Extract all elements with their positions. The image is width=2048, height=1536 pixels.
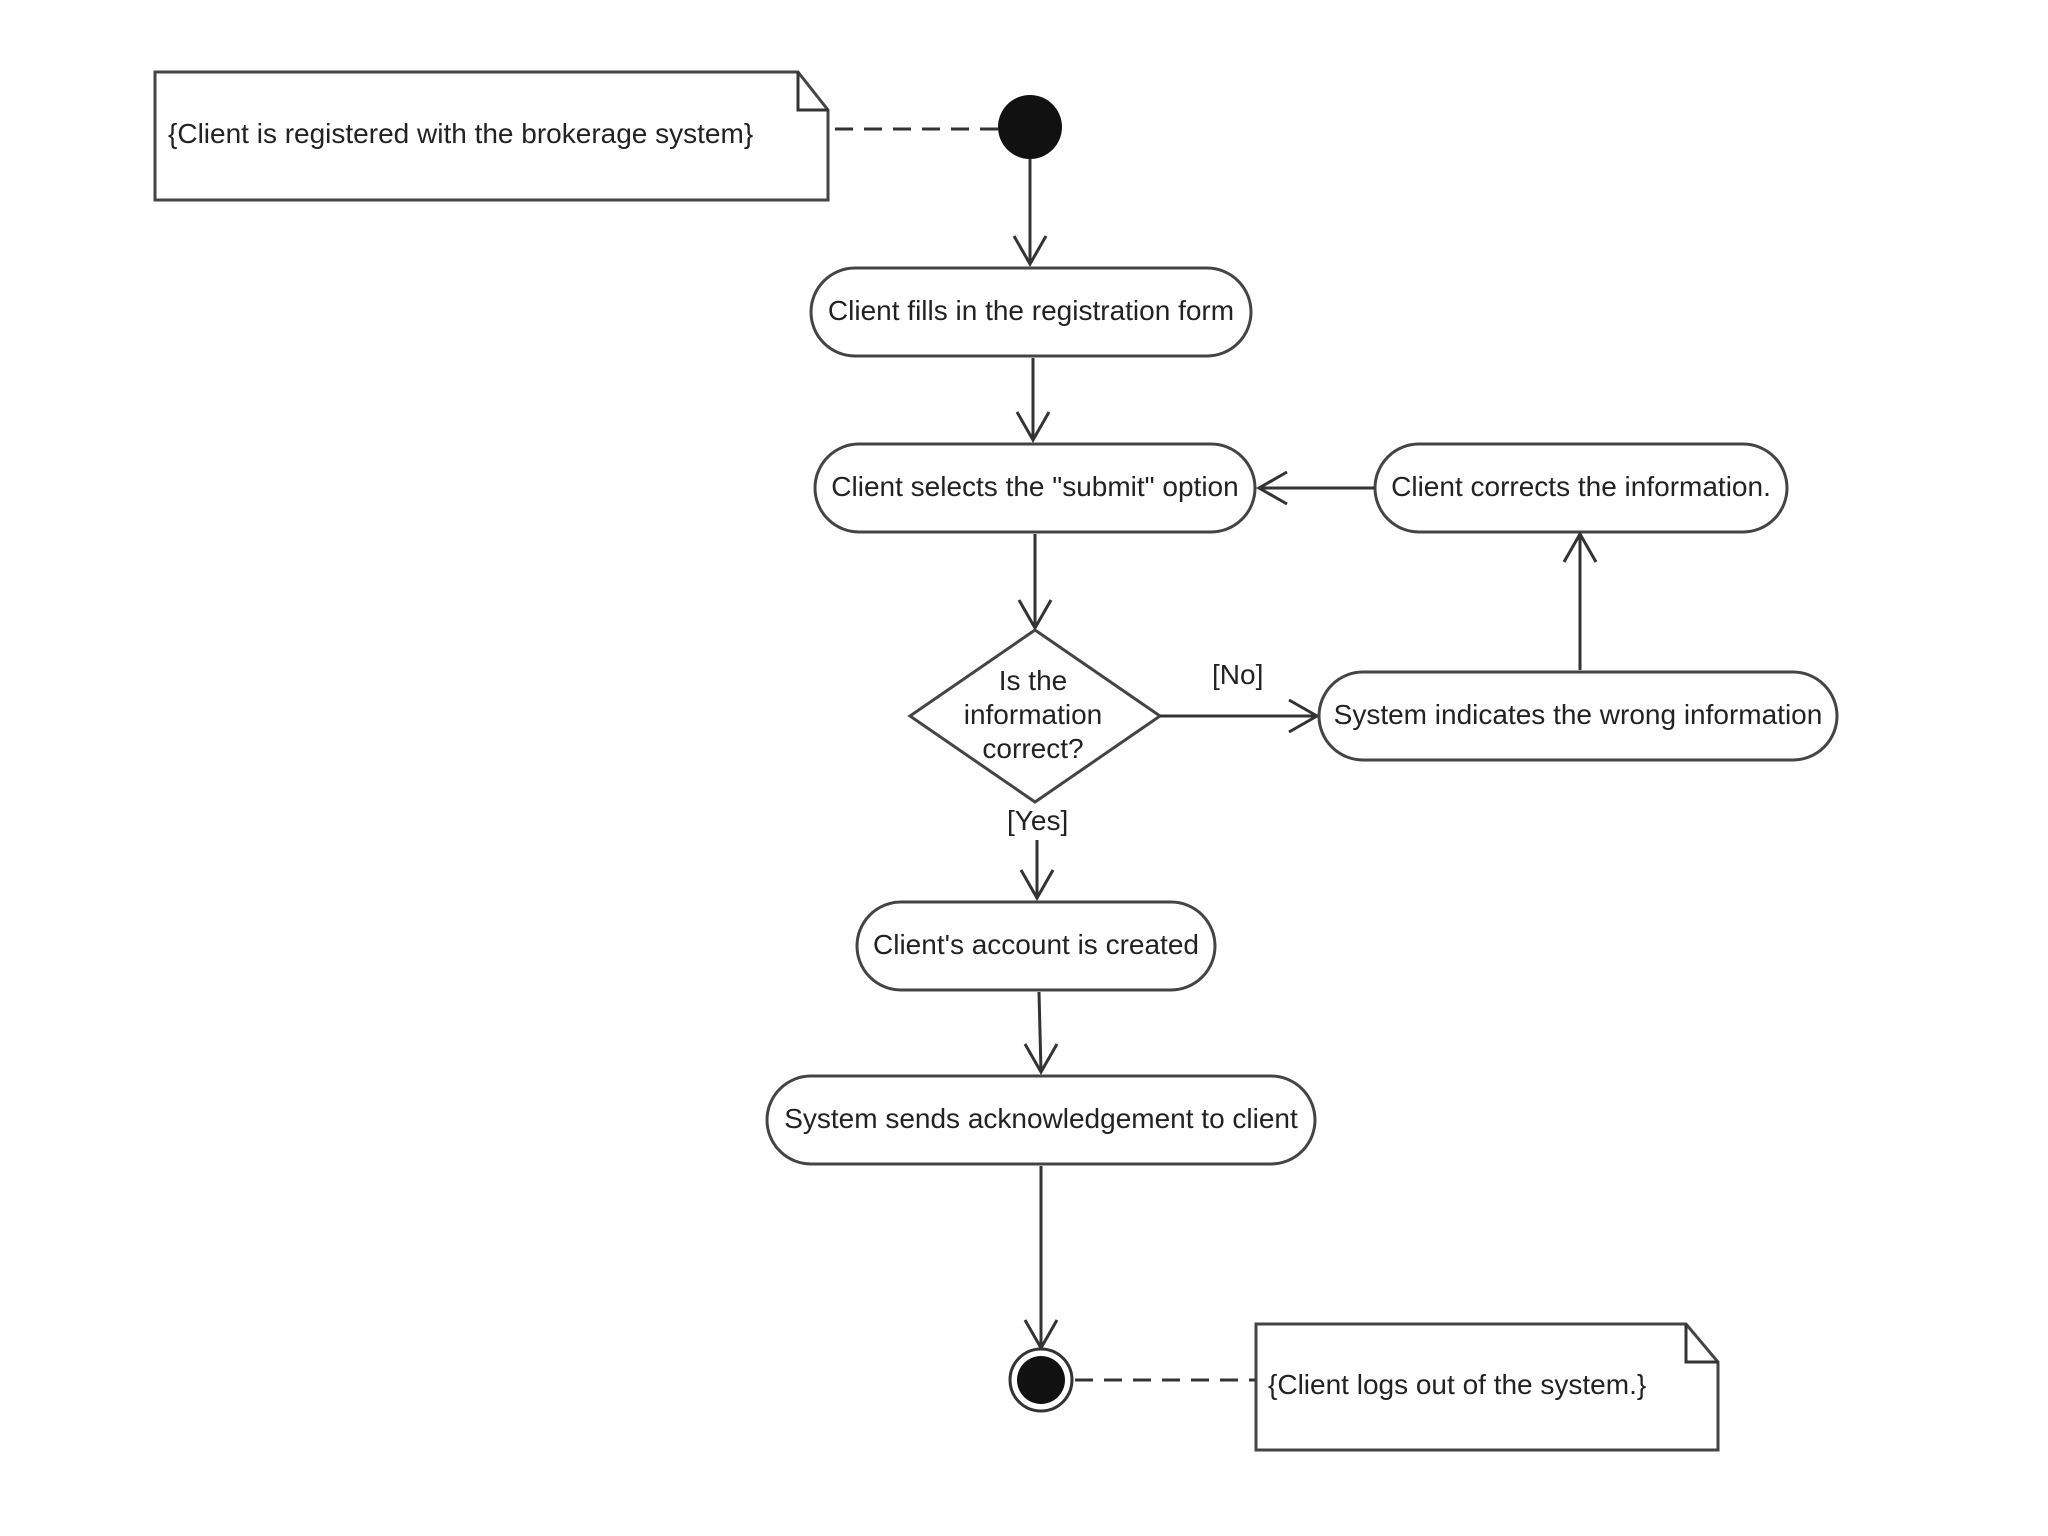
arrowhead-fill-form <box>1012 235 1048 268</box>
activity-corrects-info: Client corrects the information. <box>1373 442 1789 534</box>
start-note: {Client is registered with the brokerage… <box>153 70 830 202</box>
final-node <box>1008 1347 1074 1413</box>
activity-account-created: Client's account is created <box>855 900 1217 992</box>
arrowhead-indicates-wrong <box>1288 698 1321 734</box>
activity-indicates-wrong-label: System indicates the wrong information <box>1334 699 1823 730</box>
guard-no: [No] <box>1212 659 1263 690</box>
end-note: {Client logs out of the system.} <box>1254 1322 1720 1452</box>
activity-indicates-wrong: System indicates the wrong information <box>1317 670 1839 762</box>
activity-corrects-info-label: Client corrects the information. <box>1391 471 1771 502</box>
initial-node <box>998 95 1062 159</box>
arrowhead-decision <box>1017 599 1053 632</box>
arrowhead-corrects <box>1562 530 1598 563</box>
arrowhead-corrects-to-submit <box>1255 470 1288 506</box>
decision-node: Is the information correct? <box>907 628 1163 804</box>
start-note-text: {Client is registered with the brokerage… <box>168 118 753 149</box>
decision-line-3: correct? <box>982 733 1083 764</box>
arrowhead-ack <box>1023 1043 1059 1076</box>
activity-select-submit-label: Client selects the "submit" option <box>831 471 1238 502</box>
decision-line-2: information <box>964 699 1103 730</box>
activity-fill-form: Client fills in the registration form <box>809 266 1253 358</box>
activity-sends-ack-label: System sends acknowledgement to client <box>784 1103 1298 1134</box>
activity-select-submit: Client selects the "submit" option <box>813 442 1257 534</box>
guard-yes: [Yes] <box>1007 805 1068 836</box>
activity-account-created-label: Client's account is created <box>873 929 1199 960</box>
decision-line-1: Is the <box>999 665 1067 696</box>
edge-account-to-ack <box>1037 991 1043 1073</box>
arrowhead-account <box>1019 869 1055 902</box>
arrowhead-submit <box>1015 411 1051 444</box>
activity-sends-ack: System sends acknowledgement to client <box>765 1074 1317 1166</box>
end-note-text: {Client logs out of the system.} <box>1268 1369 1646 1400</box>
activity-fill-form-label: Client fills in the registration form <box>828 295 1234 326</box>
